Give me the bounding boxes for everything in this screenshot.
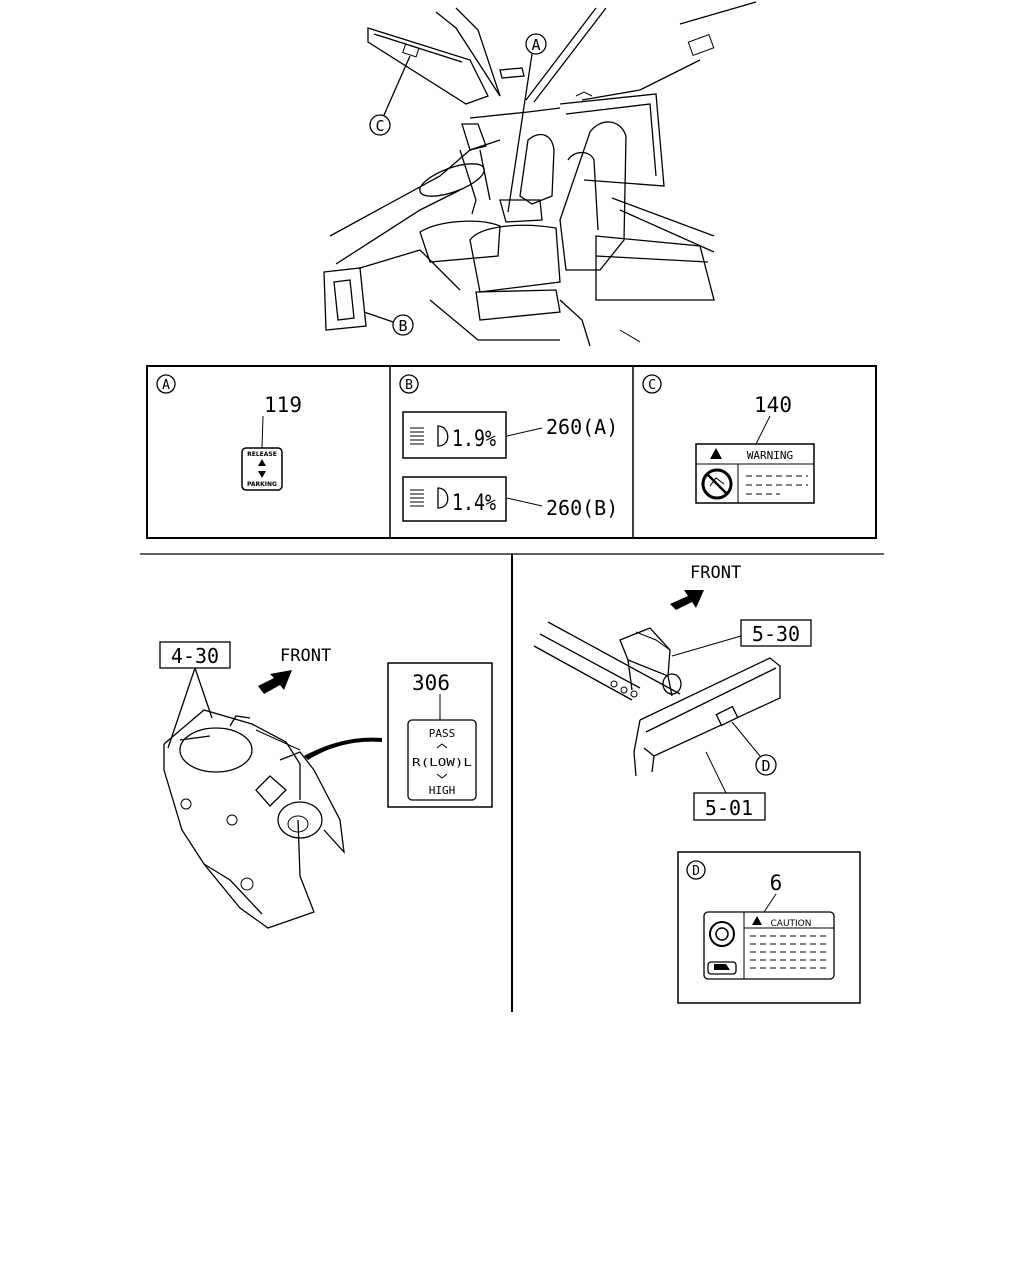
part-number-140: 140 bbox=[754, 393, 792, 417]
panel-c: C 140 WARNING bbox=[642, 374, 815, 504]
ref-4-30-box bbox=[159, 641, 231, 669]
chevron-down-icon bbox=[436, 773, 448, 779]
cab-interior-illustration bbox=[323, 1, 757, 347]
ref-5-30: 5-30 bbox=[752, 622, 800, 646]
panel-a-letter: A bbox=[162, 378, 170, 393]
release-text: RELEASE bbox=[247, 451, 277, 458]
prohibition-icon bbox=[701, 468, 733, 500]
callout-c: C bbox=[369, 55, 411, 136]
panel-d-letter: D bbox=[692, 864, 700, 879]
pass-text: PASS bbox=[429, 727, 456, 740]
caution-label bbox=[703, 911, 835, 980]
leader-line bbox=[304, 737, 382, 760]
callout-b: B bbox=[363, 311, 414, 336]
part-number-6: 6 bbox=[770, 871, 783, 895]
ref-5-01-box bbox=[693, 792, 766, 821]
front-arrow-icon bbox=[258, 670, 292, 694]
part-number-306: 306 bbox=[412, 671, 450, 695]
callout-c-letter: C bbox=[375, 117, 384, 135]
panel-b-letter: B bbox=[405, 378, 413, 393]
panel-c-letter: C bbox=[648, 378, 656, 393]
lower-right-section: FRONT 5-30 5-01 D bbox=[533, 563, 812, 821]
front-arrow-icon bbox=[670, 590, 704, 610]
headlight-label-1 bbox=[402, 411, 507, 459]
callout-d bbox=[755, 754, 777, 776]
arrow-up-icon bbox=[258, 459, 266, 466]
arrow-down-icon bbox=[258, 471, 266, 478]
combination-switch-illustration bbox=[163, 709, 345, 929]
label-table bbox=[146, 365, 877, 539]
headlight-value-2: 1.4% bbox=[452, 491, 496, 516]
caution-text: CAUTION bbox=[771, 919, 812, 929]
part-number-119: 119 bbox=[264, 393, 302, 417]
panel-d: D 6 CAUTION bbox=[677, 851, 861, 1004]
headlight-label-2 bbox=[402, 476, 507, 522]
headlight-icon bbox=[410, 425, 449, 447]
caution-triangle-icon bbox=[752, 916, 762, 925]
callout-d-letter: D bbox=[761, 757, 770, 775]
part-number-260b: 260(B) bbox=[546, 496, 618, 520]
lower-left-section: 4-30 FRONT 306 PASS bbox=[159, 641, 493, 929]
frame-rail-illustration bbox=[533, 621, 781, 777]
warning-triangle-icon bbox=[710, 448, 722, 459]
callout-a-letter: A bbox=[531, 36, 540, 54]
part-number-260a: 260(A) bbox=[546, 415, 618, 439]
headlight-icon bbox=[410, 487, 449, 509]
front-text-left: FRONT bbox=[280, 646, 331, 666]
callout-a: A bbox=[507, 33, 547, 213]
headlight-value-1: 1.9% bbox=[452, 427, 496, 452]
ref-5-30-box bbox=[740, 619, 812, 647]
ref-5-01: 5-01 bbox=[705, 796, 753, 820]
panel-b: B 1.9% 260(A) 1.4% 260(B) bbox=[399, 374, 618, 522]
front-text-right: FRONT bbox=[690, 563, 741, 583]
callout-b-letter: B bbox=[398, 317, 407, 335]
chevron-up-icon bbox=[436, 743, 448, 749]
ref-4-30: 4-30 bbox=[171, 644, 219, 668]
dimmer-switch-label bbox=[407, 719, 477, 801]
parking-text: PARKING bbox=[247, 481, 277, 488]
warning-text: WARNING bbox=[747, 449, 793, 462]
high-text: HIGH bbox=[429, 784, 456, 797]
panel-a: A 119 RELEASE PARKING bbox=[156, 374, 302, 491]
knob-icon bbox=[707, 921, 737, 975]
parking-brake-label bbox=[241, 447, 283, 491]
mode-text: R(LOW)L bbox=[412, 756, 472, 769]
